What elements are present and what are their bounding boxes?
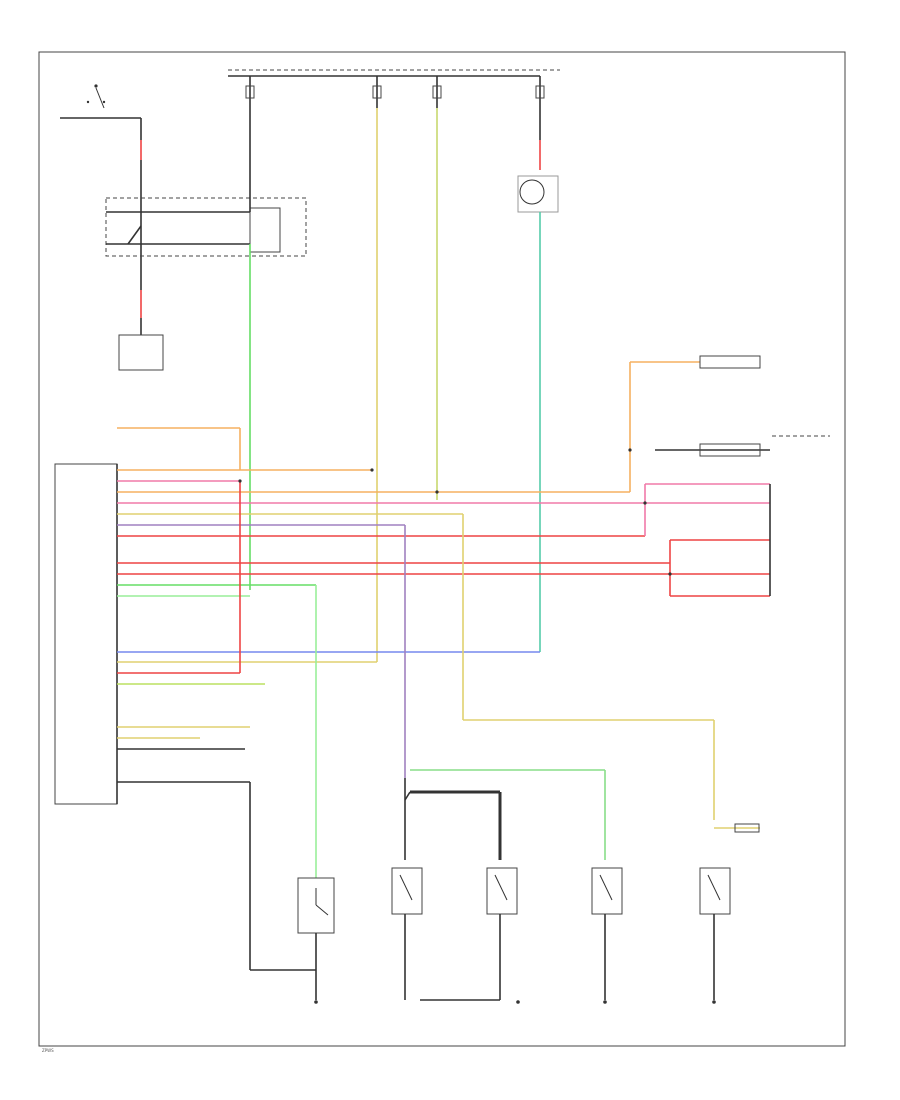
- diagram-frame: [38, 51, 846, 1047]
- switch-5: [699, 867, 731, 1000]
- sensor-circle: [519, 179, 545, 205]
- relay-module: [118, 334, 164, 371]
- footer-code: ZPWS: [42, 1048, 54, 1053]
- ground-symbols: [314, 1000, 716, 1004]
- switch-3: [486, 867, 518, 1000]
- switch-1: [297, 877, 335, 1000]
- ignition-switch: [60, 84, 141, 119]
- fuse-block: [245, 76, 545, 108]
- switch-2: [391, 867, 423, 1000]
- control-module-connector: [54, 463, 118, 805]
- junction-block: [105, 197, 307, 257]
- switch-4: [591, 867, 623, 1000]
- connector-pin-dots: [238, 448, 672, 576]
